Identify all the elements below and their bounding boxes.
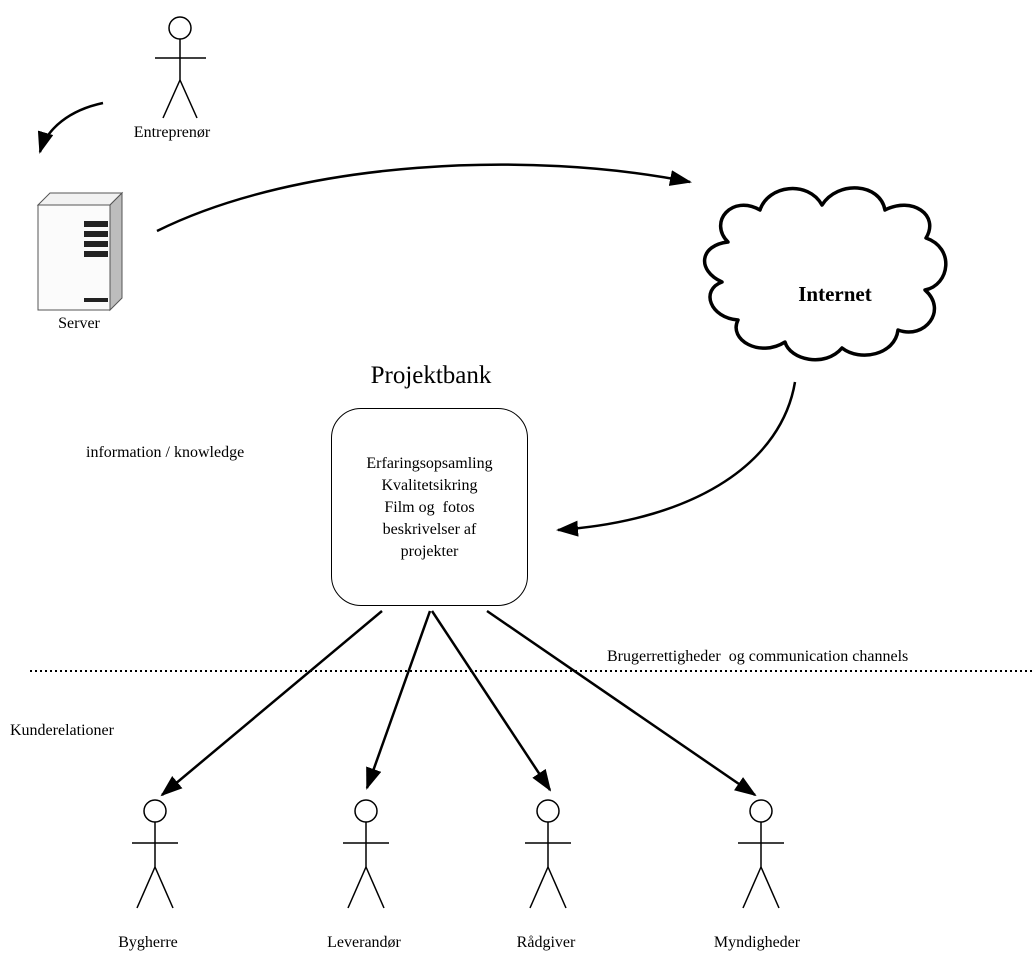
arrow-server-to-internet	[156, 163, 692, 233]
server-label: Server	[58, 315, 100, 332]
server-icon	[36, 191, 124, 312]
arrow-bank-to-bygherre	[160, 610, 383, 797]
entrepreneur-stick-figure-icon	[155, 16, 206, 119]
radgiver-label: Rådgiver	[516, 934, 576, 951]
bank-line: projekter	[400, 543, 459, 560]
arrow-bank-to-radgiver	[430, 610, 552, 792]
bank-line: Film og fotos	[384, 499, 475, 516]
entrepreneur-label: Entreprenør	[133, 124, 211, 141]
arrow-bank-to-myndigheder	[486, 609, 757, 797]
arrow-bank-to-leverandor	[365, 610, 432, 790]
myndigheder-stick-figure-icon	[738, 799, 784, 909]
projektbank-title: Projektbank	[370, 362, 492, 389]
customer-relations-label: Kunderelationer	[10, 722, 114, 739]
leverandor-stick-figure-icon	[343, 799, 389, 909]
cloud-icon	[703, 186, 948, 362]
bank-line: beskrivelser af	[382, 521, 477, 538]
rights-channels-label: Brugerrettigheder og communication chann…	[607, 648, 909, 665]
projektbank-content: Erfaringsopsamling Kvalitetsikring Film …	[332, 453, 527, 563]
bank-line: Erfaringsopsamling	[366, 455, 493, 472]
leverandor-label: Leverandør	[327, 934, 401, 951]
arrow-entrepreneur-to-server	[37, 101, 104, 154]
bygherre-label: Bygherre	[118, 934, 178, 951]
bygherre-stick-figure-icon	[132, 799, 178, 909]
myndigheder-label: Myndigheder	[713, 934, 801, 951]
bank-line: Kvalitetsikring	[381, 477, 478, 494]
information-knowledge-label: information / knowledge	[86, 444, 245, 461]
arrow-internet-to-bank	[556, 381, 797, 537]
internet-label: Internet	[798, 282, 872, 306]
radgiver-stick-figure-icon	[525, 799, 571, 909]
projektbank-box: Erfaringsopsamling Kvalitetsikring Film …	[331, 408, 528, 606]
